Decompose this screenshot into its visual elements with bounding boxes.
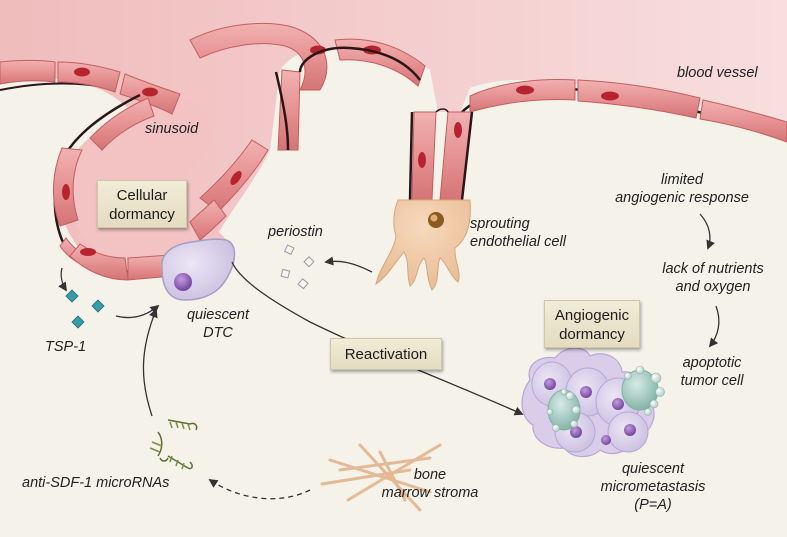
label-sprouting-endothelial-cell: sprouting endothelial cell: [470, 215, 566, 251]
label-line: DTC: [203, 325, 233, 341]
arrows: [58, 213, 720, 500]
box-line: dormancy: [109, 206, 175, 223]
label-line: tumor cell: [680, 373, 744, 389]
label-line: limited: [661, 172, 703, 188]
label-line: marrow stroma: [381, 485, 479, 501]
arrow-limited-to-lack: [699, 213, 715, 250]
label-lack-of-nutrients: lack of nutrients and oxygen: [648, 260, 778, 296]
dtc-nucleus: [174, 273, 192, 291]
box-line: dormancy: [559, 326, 625, 343]
label-line: and oxygen: [675, 279, 751, 295]
label-line: angiogenic response: [615, 190, 749, 206]
label-line: quiescent: [621, 461, 685, 477]
endothelial-cells-left: [0, 60, 181, 115]
label-blood-vessel: blood vessel: [677, 65, 758, 81]
label-quiescent-dtc: quiescent DTC: [178, 306, 258, 342]
vessel-arch: [189, 23, 426, 151]
arrow-microrna-to-dtc: [142, 308, 158, 417]
micrometastasis-cluster: [521, 347, 665, 458]
label-line: bone: [413, 467, 447, 483]
label-anti-sdf1-micrornas: anti-SDF-1 microRNAs: [22, 475, 170, 491]
label-apoptotic-tumor-cell: apoptotic tumor cell: [662, 354, 762, 390]
apoptotic-bubbles: [546, 365, 665, 432]
sprouting-endothelial-cell: [375, 199, 471, 291]
label-line: sprouting: [470, 216, 530, 232]
arrow-sinusoid-to-tsp1: [58, 267, 68, 292]
sprout-channel: [408, 108, 474, 201]
quiescent-dtc-cell: [161, 238, 236, 301]
label-line: micrometastasis: [600, 479, 706, 495]
periostin-particles: [280, 244, 315, 290]
label-periostin: periostin: [268, 224, 323, 240]
label-sinusoid: sinusoid: [145, 121, 199, 137]
arrow-periostin: [324, 256, 373, 273]
label-bone-marrow-stroma: bone marrow stroma: [370, 466, 490, 502]
box-line: Angiogenic: [554, 307, 630, 324]
microrna-strands: [149, 419, 198, 470]
tsp1-particles: [65, 289, 105, 329]
label-line: endothelial cell: [470, 234, 566, 250]
box-angiogenic-dormancy: Angiogenic dormancy: [544, 300, 640, 348]
label-quiescent-micrometastasis: quiescent micrometastasis (P=A): [598, 460, 708, 514]
label-limited-angiogenic-response: limited angiogenic response: [602, 171, 762, 207]
endothelial-cells-top: [469, 79, 787, 143]
blood-vessel-lumen: [0, 0, 787, 272]
box-reactivation: Reactivation: [330, 338, 442, 370]
bone-marrow-stroma: [320, 443, 442, 512]
arrow-dtc-reactivation: [231, 261, 524, 416]
label-line: apoptotic: [682, 355, 742, 371]
sinusoid-wall: [53, 93, 269, 281]
arrow-lack-to-apoptotic: [708, 305, 720, 348]
arrow-stroma-to-microrna: [208, 478, 311, 500]
box-line: Cellular: [116, 187, 168, 204]
label-line: lack of nutrients: [662, 261, 764, 277]
label-tsp1: TSP-1: [45, 339, 87, 355]
label-line: (P=A): [634, 497, 672, 513]
box-cellular-dormancy: Cellular dormancy: [97, 180, 187, 228]
label-line: quiescent: [186, 307, 250, 323]
